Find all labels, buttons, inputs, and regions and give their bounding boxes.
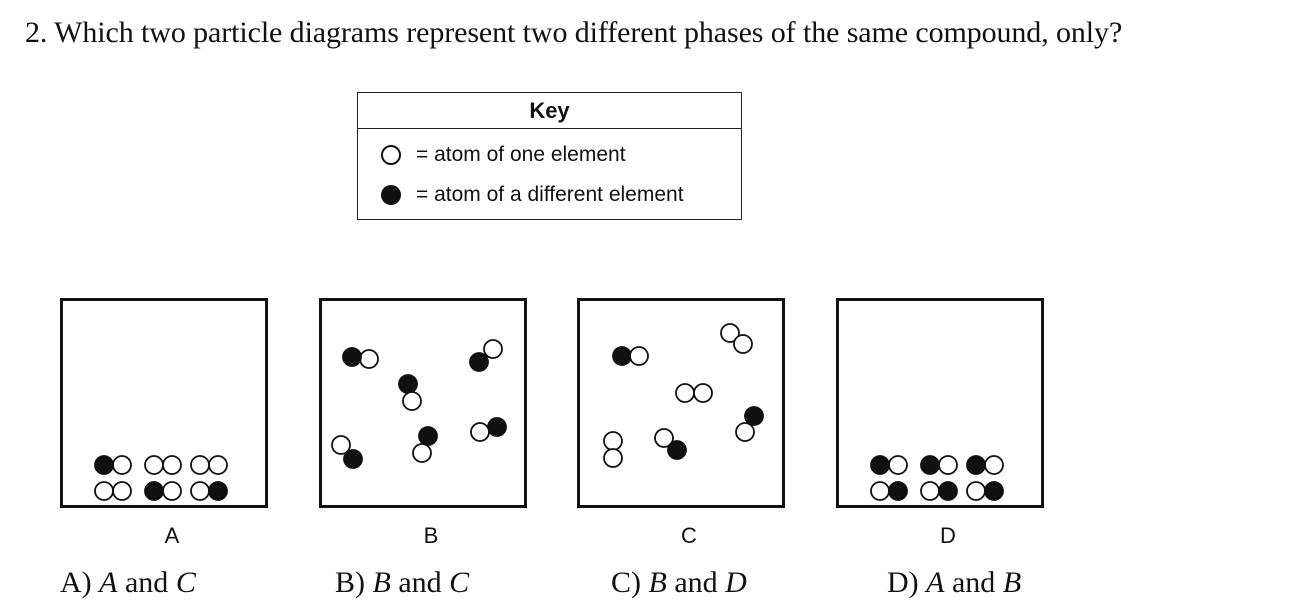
answer-second: C — [175, 566, 196, 599]
diagram-d — [836, 298, 1044, 508]
diagram-b — [319, 298, 527, 508]
diagram-c — [577, 298, 785, 508]
diagram-a — [60, 298, 268, 508]
key-text-open: = atom of one element — [416, 143, 626, 166]
answer-conj: and — [124, 566, 169, 599]
diagram-label-c: C — [681, 523, 697, 548]
diagram-label-b: B — [423, 523, 439, 548]
answer-letter: C) — [611, 566, 641, 599]
answer-first: A — [99, 566, 118, 599]
answer-second: D — [725, 566, 747, 599]
answer-option-b[interactable]: B) B and C — [335, 563, 469, 603]
key-row-filled: = atom of a different element — [380, 180, 684, 210]
answer-first: B — [372, 566, 391, 599]
open-circle-icon — [380, 144, 402, 166]
answer-conj: and — [674, 566, 718, 599]
answer-first: B — [648, 566, 667, 599]
answer-second: B — [1002, 566, 1022, 599]
answer-letter: B) — [335, 566, 365, 599]
key-text-filled: = atom of a different element — [416, 183, 684, 206]
filled-circle-icon — [380, 184, 402, 206]
answer-conj: and — [398, 566, 442, 599]
key-row-open: = atom of one element — [380, 140, 626, 170]
answer-letter: A) — [60, 566, 92, 599]
answer-option-a[interactable]: A) A and C — [60, 563, 196, 603]
answer-first: A — [926, 566, 945, 599]
diagram-label-a: A — [164, 523, 180, 548]
question-text: 2. Which two particle diagrams represent… — [25, 16, 1123, 49]
answer-second: C — [449, 566, 470, 599]
answer-option-d[interactable]: D) A and B — [887, 563, 1021, 603]
answer-option-c[interactable]: C) B and D — [611, 563, 747, 603]
answer-conj: and — [951, 566, 996, 599]
diagram-label-d: D — [940, 523, 956, 548]
key-title: Key — [358, 93, 741, 129]
answer-letter: D) — [887, 566, 919, 599]
key-box: Key = atom of one element = atom of a di… — [357, 92, 742, 220]
